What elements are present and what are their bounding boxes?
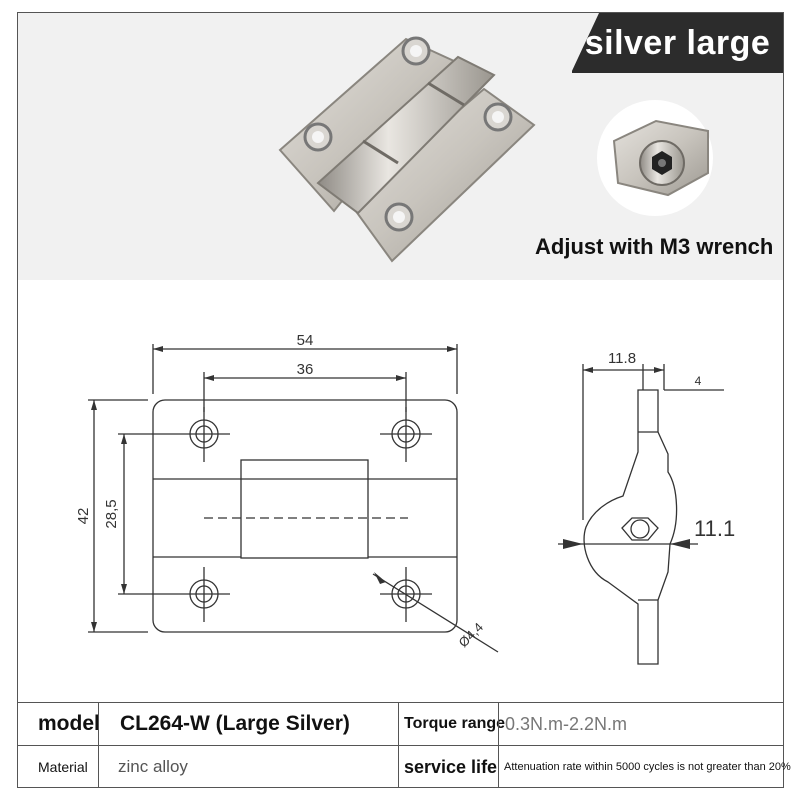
material-label: Material bbox=[38, 759, 88, 775]
spec-row-model: model CL264-W (Large Silver) Torque rang… bbox=[18, 702, 783, 745]
torque-label: Torque range bbox=[404, 715, 506, 732]
dim-11-1-label: 11.1 bbox=[694, 516, 735, 541]
torque-value: 0.3N.m-2.2N.m bbox=[505, 713, 628, 734]
hinge-front-outline bbox=[152, 399, 458, 633]
wrench-caption: Adjust with M3 wrench bbox=[535, 234, 774, 259]
hinge-photo bbox=[278, 36, 713, 263]
technical-drawing: 54 36 42 28,5 Ø4,4 11.8 4 11.1 bbox=[18, 282, 783, 700]
dim-4-label: 4 bbox=[695, 374, 702, 388]
service-life-label: service life bbox=[404, 756, 498, 777]
dim-36-label: 36 bbox=[297, 361, 314, 378]
dimension-drawing: 54 36 42 28,5 Ø4,4 11.8 4 11.1 bbox=[75, 332, 735, 665]
service-life-value: Attenuation rate within 5000 cycles is n… bbox=[504, 761, 791, 773]
material-value: zinc alloy bbox=[118, 757, 188, 776]
hinge-side-outline bbox=[583, 389, 678, 665]
dim-28-5-label: 28,5 bbox=[103, 499, 120, 528]
dim-54-label: 54 bbox=[297, 332, 314, 349]
model-value: CL264-W (Large Silver) bbox=[120, 712, 350, 735]
dim-42-label: 42 bbox=[75, 508, 92, 525]
spec-row-material: Material zinc alloy service life Attenua… bbox=[18, 745, 791, 788]
size-color-badge: silver large bbox=[571, 13, 783, 73]
model-label: model bbox=[38, 712, 100, 735]
spec-table: model CL264-W (Large Silver) Torque rang… bbox=[18, 702, 791, 788]
product-photo-area bbox=[18, 13, 783, 280]
dim-11-8-label: 11.8 bbox=[608, 350, 636, 367]
dim-hole-label: Ø4,4 bbox=[456, 620, 487, 651]
